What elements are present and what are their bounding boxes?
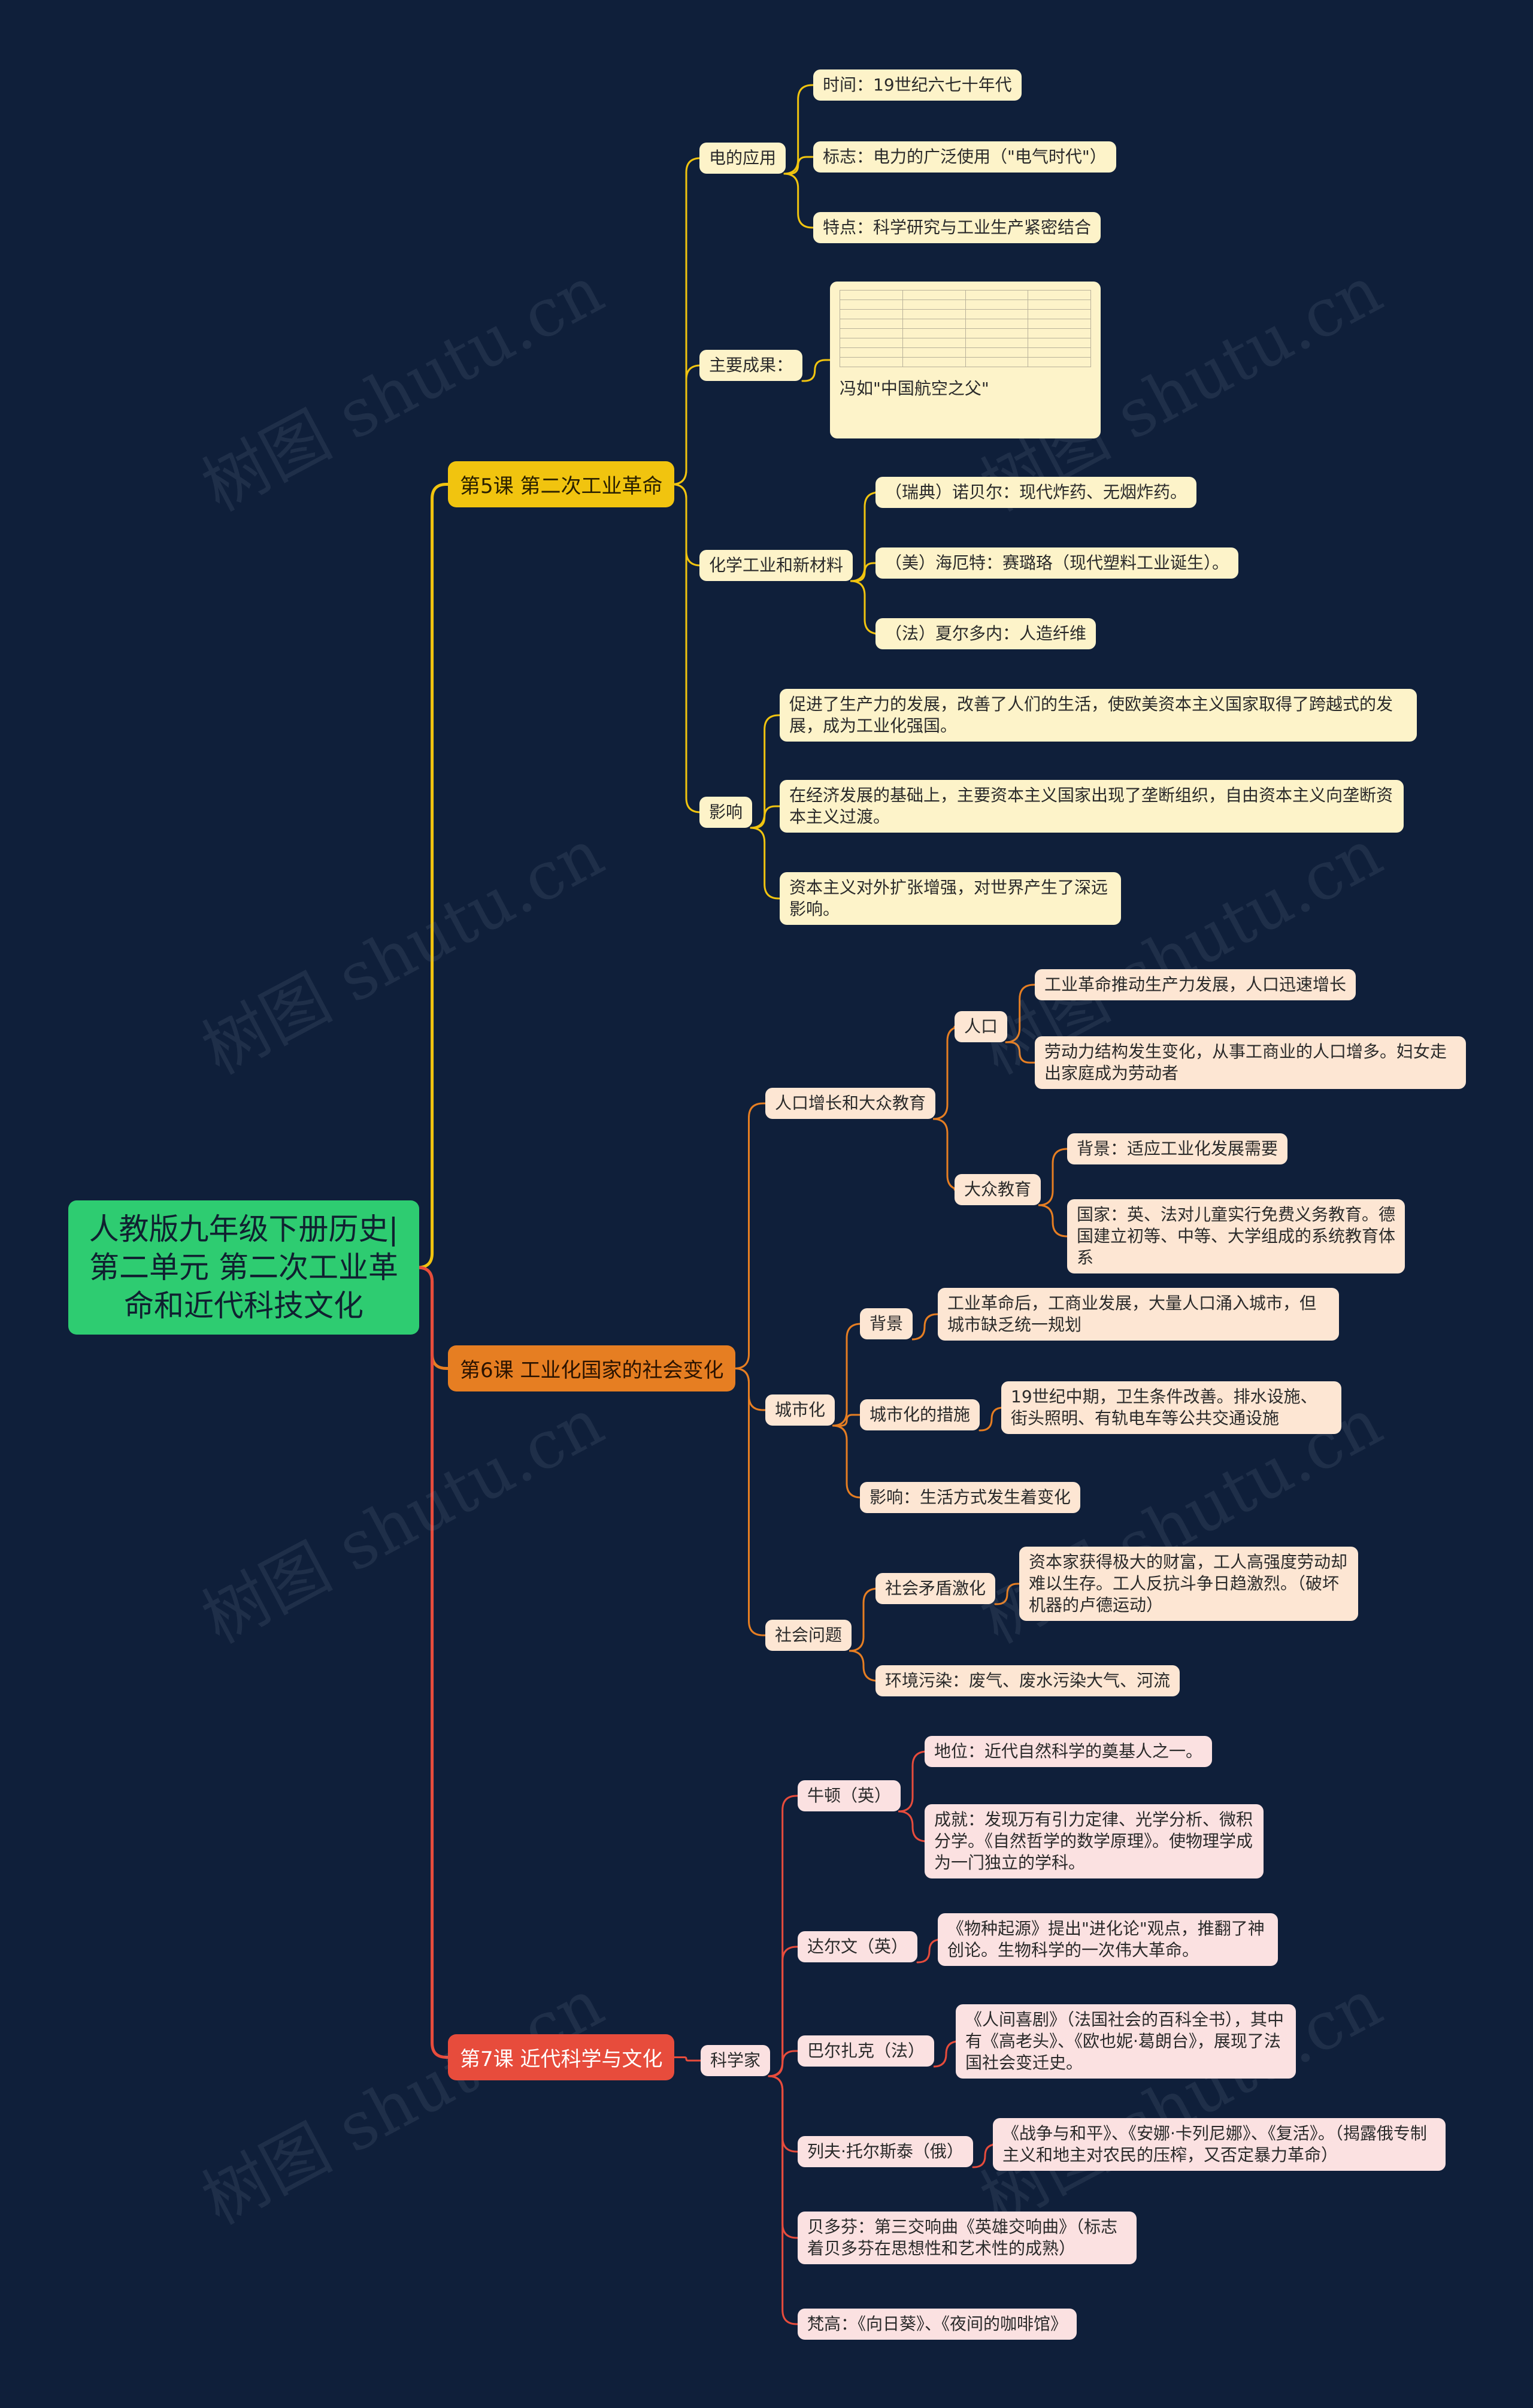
connector-line — [768, 2075, 799, 2325]
connector-line — [671, 364, 701, 485]
connector-line — [834, 1414, 861, 1427]
education-item-2[interactable]: 国家：英、法对儿童实行免费义务教育。德国建立初等、中等、大学组成的系统教育体系 — [1067, 1199, 1405, 1273]
tolstoy-node[interactable]: 列夫·托尔斯泰（俄） — [798, 2136, 973, 2167]
urbanization-node[interactable]: 城市化 — [765, 1394, 835, 1426]
scientists-node[interactable]: 科学家 — [701, 2045, 771, 2076]
social-conflict-label[interactable]: 社会矛盾激化 — [875, 1573, 996, 1604]
darwin-text[interactable]: 《物种起源》提出"进化论"观点，推翻了神创论。生物科学的一次伟大革命。 — [938, 1913, 1278, 1966]
connector-line — [751, 805, 781, 829]
chemistry-nobel[interactable]: （瑞典）诺贝尔：现代炸药、无烟炸药。 — [875, 477, 1197, 508]
balzac-node[interactable]: 巴尔扎克（法） — [798, 2035, 935, 2067]
connector-line — [911, 1313, 939, 1341]
connector-line — [671, 483, 701, 813]
population-node[interactable]: 人口 — [955, 1011, 1008, 1042]
connector-line — [734, 1368, 766, 1411]
electricity-node[interactable]: 电的应用 — [699, 143, 786, 174]
achievements-table-image: 冯如"中国航空之父" — [830, 282, 1101, 438]
newton-status[interactable]: 地位：近代自然科学的奠基人之一。 — [925, 1736, 1213, 1767]
urbanization-impact[interactable]: 影响：生活方式发生着变化 — [860, 1482, 1081, 1513]
achievements-node[interactable]: 主要成果： — [699, 350, 803, 381]
electricity-time[interactable]: 时间：19世纪六七十年代 — [813, 69, 1022, 101]
achievements-mini-table — [840, 290, 1091, 367]
chemistry-chardonnet[interactable]: （法）夏尔多内：人造纤维 — [875, 618, 1096, 649]
urbanization-measures-label[interactable]: 城市化的措施 — [860, 1399, 980, 1430]
impact-item-1[interactable]: 促进了生产力的发展，改善了人们的生活，使欧美资本主义国家取得了跨越式的发展，成为… — [780, 689, 1417, 742]
connector-line — [972, 2143, 997, 2168]
connector-line — [850, 580, 880, 635]
social-problems-node[interactable]: 社会问题 — [765, 1620, 852, 1651]
darwin-node[interactable]: 达尔文（英） — [798, 1931, 918, 1962]
connector-line — [849, 1650, 878, 1682]
connector-line — [898, 1810, 928, 1843]
social-conflict-text[interactable]: 资本家获得极大的财富，工人高强度劳动却难以生存。工人反抗斗争日趋激烈。（破坏机器… — [1019, 1547, 1358, 1621]
connector-line — [769, 2050, 799, 2077]
connector-line — [1038, 1148, 1068, 1206]
newton-node[interactable]: 牛顿（英） — [798, 1780, 901, 1811]
urbanization-background-text[interactable]: 工业革命后，工商业发展，大量人口涌入城市，但城市缺乏统一规划 — [938, 1288, 1339, 1341]
achievements-caption: 冯如"中国航空之父" — [840, 379, 989, 398]
connector-line — [750, 827, 781, 900]
connector-line — [784, 156, 814, 175]
balzac-text[interactable]: 《人间喜剧》（法国社会的百科全书），其中有《高老头》、《欧也妮·葛朗台》，展现了… — [956, 2004, 1296, 2079]
connector-line — [734, 1368, 766, 1636]
urbanization-background-label[interactable]: 背景 — [860, 1308, 913, 1339]
connector-line — [673, 2056, 702, 2062]
connector-line — [783, 173, 814, 229]
newton-achievements[interactable]: 成就：发现万有引力定律、光学分析、微积分学。《自然哲学的数学原理》。使物理学成为… — [925, 1804, 1264, 1878]
lesson-7-topic[interactable]: 第7课 近代科学与文化 — [448, 2034, 675, 2080]
connector-line — [916, 1938, 941, 1964]
impact-node[interactable]: 影响 — [699, 797, 753, 828]
connector-line — [801, 359, 831, 382]
vangogh-node[interactable]: 梵高：《向日葵》、《夜间的咖啡馆》 — [798, 2309, 1077, 2340]
electricity-sign[interactable]: 标志：电力的广泛使用（"电气时代"） — [813, 141, 1116, 173]
urbanization-measures-text[interactable]: 19世纪中期，卫生条件改善。排水设施、街头照明、有轨电车等公共交通设施 — [1001, 1381, 1341, 1434]
population-education-node[interactable]: 人口增长和大众教育 — [765, 1088, 936, 1119]
connector-line — [832, 1424, 862, 1499]
population-item-2[interactable]: 劳动力结构发生变化，从事工商业的人口增多。妇女走出家庭成为劳动者 — [1035, 1036, 1466, 1089]
connector-line — [1006, 1041, 1036, 1064]
connector-line — [994, 1583, 1020, 1605]
connector-line — [417, 1266, 450, 2059]
tolstoy-text[interactable]: 《战争与和平》、《安娜·卡列尼娜》、《复活》。（揭露俄专制主义和地主对农民的压榨… — [993, 2118, 1446, 2171]
connector-line — [852, 562, 877, 582]
lesson-6-topic[interactable]: 第6课 工业化国家的社会变化 — [448, 1345, 736, 1391]
connector-line — [1038, 1204, 1068, 1238]
beethoven-node[interactable]: 贝多芬：第三交响曲《英雄交响曲》（标志着贝多芬在思想性和艺术性的成熟） — [798, 2212, 1137, 2264]
impact-item-2[interactable]: 在经济发展的基础上，主要资本主义国家出现了垄断组织，自由资本主义向垄断资本主义过… — [780, 780, 1404, 833]
impact-item-3[interactable]: 资本主义对外扩张增强，对世界产生了深远影响。 — [780, 872, 1121, 925]
connector-line — [933, 2040, 959, 2068]
education-node[interactable]: 大众教育 — [955, 1174, 1041, 1205]
connector-line — [849, 1587, 878, 1652]
root-topic[interactable]: 人教版九年级下册历史|第二单元 第二次工业革命和近代科技文化 — [68, 1200, 419, 1335]
environmental-pollution[interactable]: 环境污染：废气、废水污染大气、河流 — [875, 1665, 1180, 1696]
electricity-feature[interactable]: 特点：科学研究与工业生产紧密结合 — [813, 212, 1101, 243]
connector-line — [978, 1406, 1004, 1432]
connector-line — [898, 1750, 928, 1813]
population-item-1[interactable]: 工业革命推动生产力发展，人口迅速增长 — [1035, 969, 1356, 1000]
lesson-5-topic[interactable]: 第5课 第二次工业革命 — [448, 461, 675, 507]
connector-line — [734, 1102, 766, 1369]
education-item-1[interactable]: 背景：适应工业化发展需要 — [1067, 1133, 1288, 1164]
connector-line — [832, 1323, 862, 1427]
chemistry-node[interactable]: 化学工业和新材料 — [699, 550, 853, 581]
chemistry-hyatt[interactable]: （美）海厄特：赛璐珞（现代塑料工业诞生）。 — [875, 547, 1239, 579]
